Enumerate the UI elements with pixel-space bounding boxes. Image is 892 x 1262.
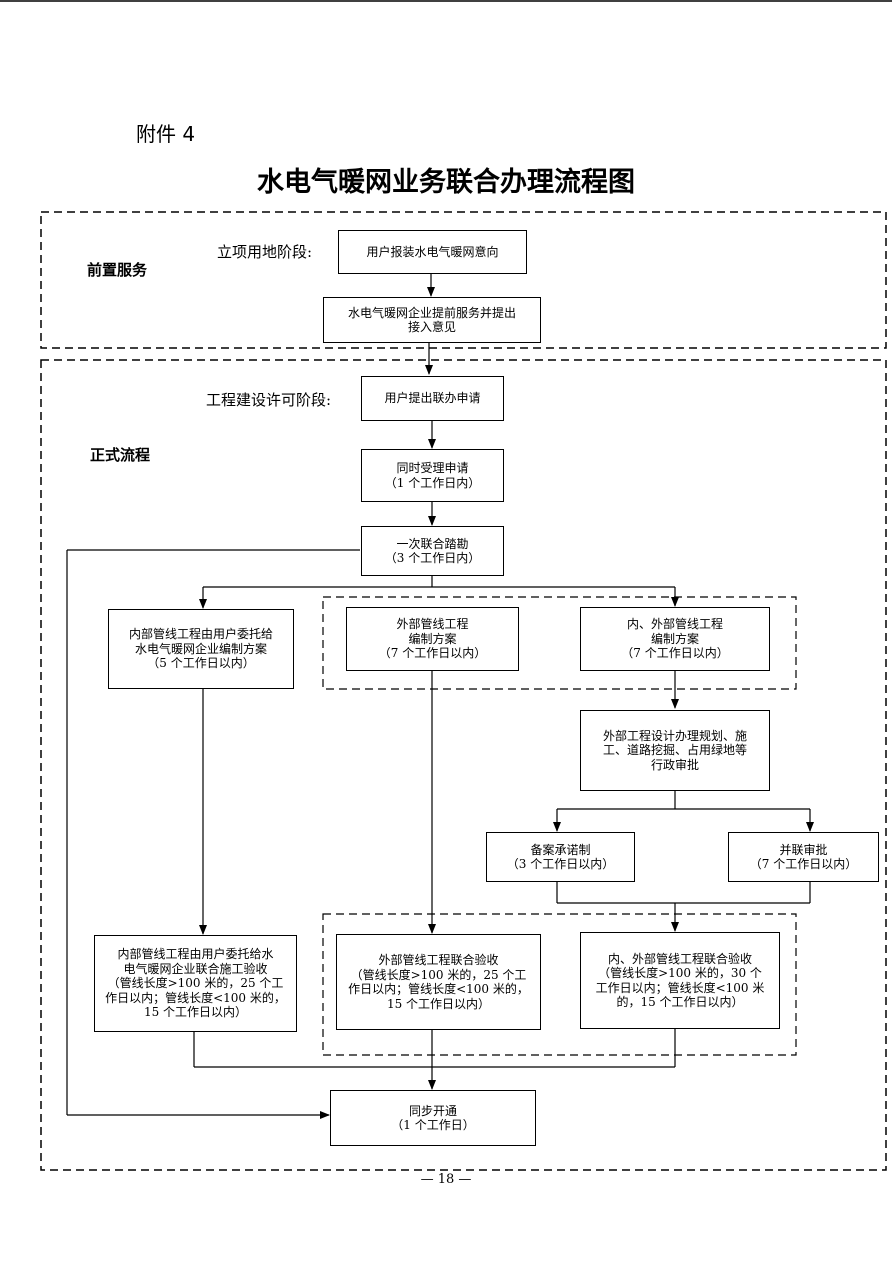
- box-accept-application: 同时受理申请 （1 个工作日内）: [361, 449, 504, 502]
- box-admin-approval: 外部工程设计办理规划、施 工、道路挖掘、占用绿地等 行政审批: [580, 710, 770, 791]
- acceptance-group: [322, 913, 797, 1056]
- attachment-label: 附件 4: [136, 122, 196, 146]
- external-plan-group: [322, 596, 797, 690]
- box-inout-acceptance: 内、外部管线工程联合验收 （管线长度>100 米的，30 个 工作日以内；管线长…: [580, 932, 780, 1029]
- box-joint-survey: 一次联合踏勘 （3 个工作日内）: [361, 526, 504, 576]
- box-internal-acceptance: 内部管线工程由用户委托给水 电气暖网企业联合施工验收 （管线长度>100 米的，…: [94, 935, 297, 1032]
- box-user-intent: 用户报装水电气暖网意向: [338, 230, 527, 274]
- box-external-plan: 外部管线工程 编制方案 （7 个工作日以内）: [346, 607, 519, 671]
- box-advance-service: 水电气暖网企业提前服务并提出 接入意见: [323, 297, 541, 343]
- stage-label-permit: 工程建设许可阶段:: [206, 391, 332, 409]
- stage-label-land: 立项用地阶段:: [217, 243, 313, 261]
- box-sync-open: 同步开通 （1 个工作日）: [330, 1090, 536, 1146]
- box-external-acceptance: 外部管线工程联合验收 （管线长度>100 米的，25 个工 作日以内；管线长度<…: [336, 934, 541, 1030]
- pre-service-region: [40, 211, 887, 349]
- section-label-formal-process: 正式流程: [90, 446, 151, 464]
- box-filing-commitment: 备案承诺制 （3 个工作日以内）: [486, 832, 635, 882]
- box-inout-plan: 内、外部管线工程 编制方案 （7 个工作日以内）: [580, 607, 770, 671]
- page-number: — 18 —: [420, 1172, 472, 1187]
- formal-process-region: [40, 359, 887, 1171]
- box-internal-plan: 内部管线工程由用户委托给 水电气暖网企业编制方案 （5 个工作日以内）: [108, 609, 294, 689]
- box-joint-application: 用户提出联办申请: [361, 376, 504, 421]
- section-label-pre-service: 前置服务: [87, 261, 148, 279]
- page-title: 水电气暖网业务联合办理流程图: [257, 167, 635, 198]
- box-parallel-approval: 并联审批 （7 个工作日以内）: [728, 832, 879, 882]
